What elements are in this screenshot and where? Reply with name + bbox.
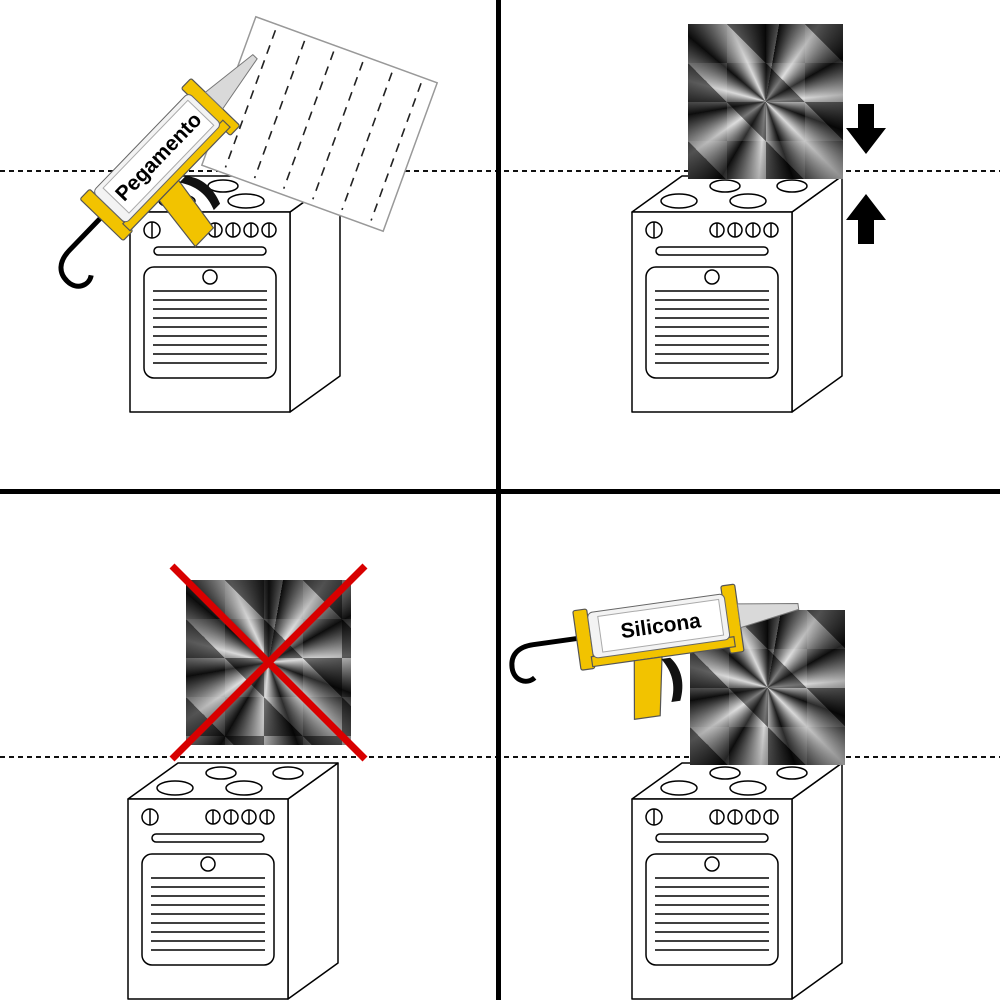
caulking-gun-glue: Pegamento bbox=[58, 53, 258, 289]
stove-illustration bbox=[624, 170, 859, 422]
cartridge-label bbox=[597, 598, 725, 653]
panel-back-adhesive-sheet bbox=[200, 15, 439, 233]
gun-nozzle bbox=[736, 602, 800, 629]
prohibition-cross-icon bbox=[169, 563, 368, 762]
caulking-gun-silicone: Silicona bbox=[509, 583, 800, 721]
gun-frame bbox=[80, 78, 240, 248]
adhesive-dashed-lines bbox=[224, 29, 422, 221]
stove-illustration bbox=[624, 757, 859, 1000]
quadrant-divider-vertical bbox=[496, 0, 501, 1000]
quadrant-divider-horizontal bbox=[0, 489, 1000, 494]
gun-rod-hook bbox=[58, 216, 102, 289]
gun-nozzle bbox=[204, 53, 258, 110]
gun-trigger bbox=[179, 176, 221, 211]
gun-trigger bbox=[661, 657, 683, 703]
gun-rod-hook bbox=[509, 636, 577, 684]
cartridge-label bbox=[102, 99, 215, 214]
arrow-up-icon bbox=[846, 194, 886, 244]
arrow-down-icon bbox=[846, 104, 886, 154]
metal-backsplash-panel bbox=[688, 24, 843, 179]
press-arrows-icon bbox=[846, 104, 886, 244]
stove-illustration bbox=[120, 757, 355, 1000]
